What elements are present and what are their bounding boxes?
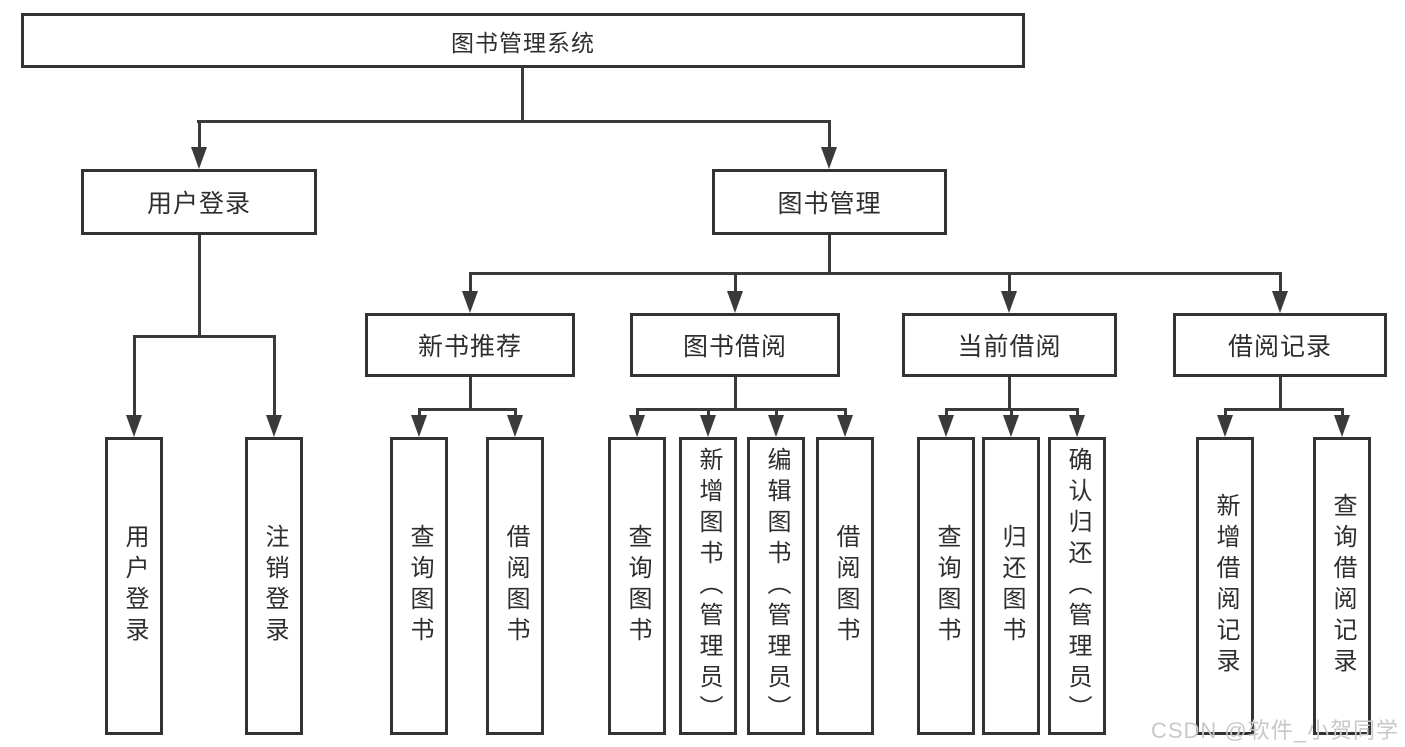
node-label: 归还图书 — [998, 524, 1025, 648]
connector-line — [273, 335, 276, 415]
node-leaf-add-book-admin: 新增图书（管理员） — [679, 437, 737, 735]
node-leaf-edit-book-admin: 编辑图书（管理员） — [747, 437, 805, 735]
node-new-book-recommend: 新书推荐 — [365, 313, 575, 377]
connector-line — [636, 408, 846, 411]
connector-line — [1008, 272, 1011, 293]
arrow-down-icon — [1001, 291, 1017, 313]
node-leaf-borrow-book-recommend: 借阅图书 — [486, 437, 544, 735]
connector-line — [1279, 272, 1282, 293]
connector-line — [734, 272, 737, 293]
arrow-down-icon — [768, 415, 784, 437]
node-label: 新增借阅记录 — [1212, 493, 1239, 679]
arrow-down-icon — [821, 147, 837, 169]
connector-line — [469, 377, 472, 408]
node-label: 确认归还（管理员） — [1064, 446, 1091, 726]
connector-line — [844, 408, 847, 417]
connector-line — [1076, 408, 1079, 417]
connector-line — [636, 408, 639, 417]
node-label: 借阅记录 — [1227, 333, 1332, 361]
arrow-down-icon — [629, 415, 645, 437]
connector-line — [1224, 408, 1227, 417]
connector-line — [1341, 408, 1344, 417]
node-label: 借阅图书 — [832, 524, 859, 648]
arrow-down-icon — [1272, 291, 1288, 313]
node-leaf-query-book-borrow: 查询图书 — [608, 437, 666, 735]
arrow-down-icon — [266, 415, 282, 437]
connector-line — [469, 272, 472, 293]
node-leaf-query-book-current: 查询图书 — [917, 437, 975, 735]
node-leaf-add-borrow-record: 新增借阅记录 — [1196, 437, 1254, 735]
arrow-down-icon — [700, 415, 716, 437]
connector-line — [828, 120, 831, 149]
node-borrow-record: 借阅记录 — [1173, 313, 1387, 377]
arrow-down-icon — [1217, 415, 1233, 437]
node-current-borrow: 当前借阅 — [902, 313, 1117, 377]
node-leaf-query-book-recommend: 查询图书 — [390, 437, 448, 735]
csdn-watermark: CSDN @软件_小贺同学 — [1150, 718, 1399, 743]
connector-line — [521, 68, 524, 120]
node-label: 用户登录 — [121, 524, 148, 648]
connector-line — [775, 408, 778, 417]
connector-line — [945, 408, 948, 417]
connector-line — [418, 408, 517, 411]
node-leaf-confirm-return-admin: 确认归还（管理员） — [1048, 437, 1106, 735]
connector-line — [514, 408, 517, 417]
connector-line — [828, 235, 831, 272]
node-leaf-return-book: 归还图书 — [982, 437, 1040, 735]
connector-line — [198, 235, 201, 335]
node-label: 查询借阅记录 — [1329, 493, 1356, 679]
arrow-down-icon — [1069, 415, 1085, 437]
connector-line — [1224, 408, 1344, 411]
node-label: 图书借阅 — [682, 333, 787, 361]
connector-line — [469, 272, 1282, 275]
node-label: 用户登录 — [146, 190, 251, 218]
node-label: 图书管理 — [777, 190, 882, 218]
node-user-login: 用户登录 — [81, 169, 317, 235]
node-label: 图书管理系统 — [451, 29, 595, 56]
node-leaf-query-borrow-record: 查询借阅记录 — [1313, 437, 1371, 735]
connector-line — [1279, 377, 1282, 408]
arrow-down-icon — [1334, 415, 1350, 437]
arrow-down-icon — [727, 291, 743, 313]
arrow-down-icon — [507, 415, 523, 437]
connector-line — [1008, 377, 1011, 408]
node-label: 编辑图书（管理员） — [763, 446, 790, 726]
node-leaf-logout: 注销登录 — [245, 437, 303, 735]
arrow-down-icon — [1003, 415, 1019, 437]
connector-line — [1010, 408, 1013, 417]
connector-line — [734, 377, 737, 408]
arrow-down-icon — [462, 291, 478, 313]
arrow-down-icon — [411, 415, 427, 437]
node-leaf-user-login: 用户登录 — [105, 437, 163, 735]
node-label: 查询图书 — [406, 524, 433, 648]
connector-line — [707, 408, 710, 417]
connector-line — [418, 408, 421, 417]
node-label: 新增图书（管理员） — [695, 446, 722, 726]
connector-line — [197, 120, 831, 123]
node-book-borrow: 图书借阅 — [630, 313, 840, 377]
connector-line — [133, 335, 276, 338]
node-root: 图书管理系统 — [21, 13, 1025, 68]
node-label: 查询图书 — [933, 524, 960, 648]
arrow-down-icon — [191, 147, 207, 169]
node-label: 注销登录 — [261, 524, 288, 648]
node-label: 查询图书 — [624, 524, 651, 648]
node-label: 当前借阅 — [957, 333, 1062, 361]
arrow-down-icon — [126, 415, 142, 437]
node-label: 借阅图书 — [502, 524, 529, 648]
arrow-down-icon — [837, 415, 853, 437]
connector-line — [198, 120, 201, 149]
node-leaf-borrow-book: 借阅图书 — [816, 437, 874, 735]
node-label: 新书推荐 — [417, 333, 522, 361]
connector-line — [133, 335, 136, 415]
arrow-down-icon — [938, 415, 954, 437]
node-book-management: 图书管理 — [712, 169, 947, 235]
